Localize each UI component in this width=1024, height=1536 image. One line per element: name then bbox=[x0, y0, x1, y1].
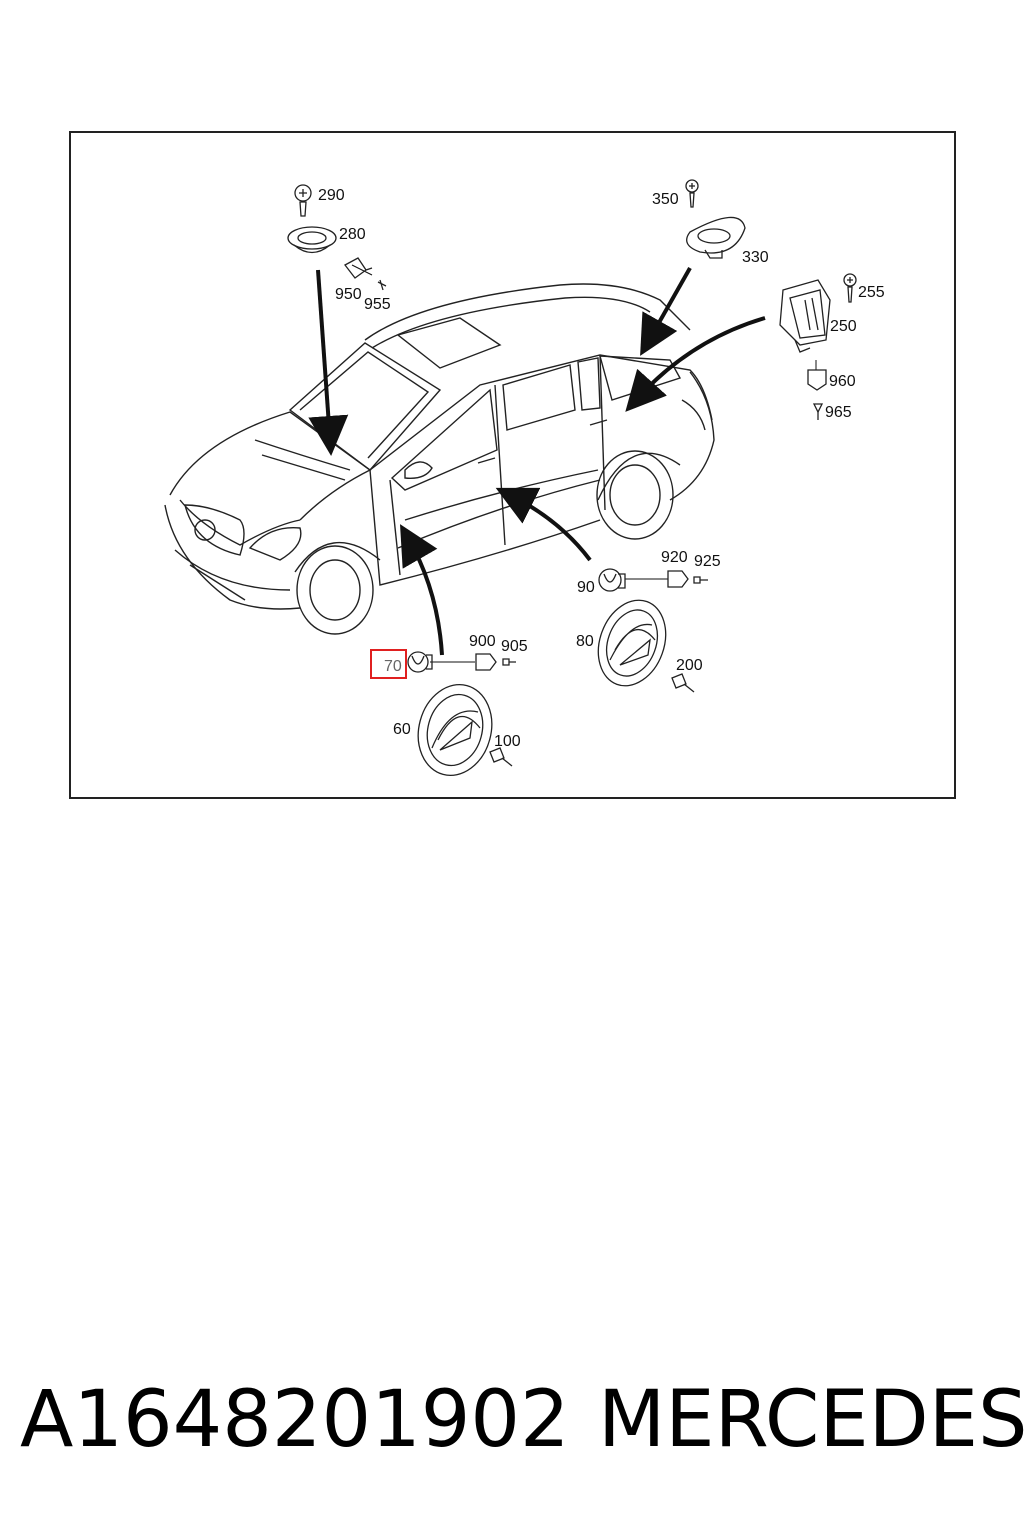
tweeter-icon bbox=[598, 568, 626, 592]
door-speaker-icon bbox=[597, 599, 667, 687]
callout-955[interactable]: 955 bbox=[364, 296, 391, 313]
footer: A1648201902 MERCEDES bbox=[0, 1365, 1024, 1475]
callout-labels: 290 280 950 955 350 330 255 250 960 965 … bbox=[318, 187, 885, 750]
clip-icon bbox=[671, 673, 695, 693]
callout-255[interactable]: 255 bbox=[858, 284, 885, 301]
connector-icon bbox=[667, 570, 708, 588]
callout-900[interactable]: 900 bbox=[469, 633, 496, 650]
brand-name: MERCEDES bbox=[598, 1375, 1024, 1465]
screw-icon bbox=[685, 179, 699, 208]
callout-280[interactable]: 280 bbox=[339, 226, 366, 243]
callout-350[interactable]: 350 bbox=[652, 191, 679, 208]
screw-icon bbox=[294, 184, 312, 217]
part-number: A1648201902 bbox=[20, 1375, 570, 1465]
screw-icon bbox=[843, 273, 857, 303]
parts-diagram: 290 280 950 955 350 330 255 250 960 965 … bbox=[164, 179, 885, 777]
highlight-box bbox=[370, 649, 407, 679]
callout-250[interactable]: 250 bbox=[830, 318, 857, 335]
callout-60[interactable]: 60 bbox=[393, 721, 411, 738]
callout-200[interactable]: 200 bbox=[676, 657, 703, 674]
car-outline bbox=[164, 283, 715, 635]
leader-arrows bbox=[308, 264, 817, 663]
callout-90[interactable]: 90 bbox=[577, 579, 595, 596]
callout-960[interactable]: 960 bbox=[829, 373, 856, 390]
part-icons bbox=[287, 179, 857, 777]
diagram-frame bbox=[69, 131, 956, 799]
tweeter-icon bbox=[407, 651, 433, 673]
callout-80[interactable]: 80 bbox=[576, 633, 594, 650]
connector-icon bbox=[344, 257, 387, 291]
connector-icon bbox=[475, 653, 516, 671]
clip-icon bbox=[489, 747, 513, 767]
callout-905[interactable]: 905 bbox=[501, 638, 528, 655]
callout-70[interactable]: 70 bbox=[384, 658, 402, 675]
callout-950[interactable]: 950 bbox=[335, 286, 362, 303]
callout-330[interactable]: 330 bbox=[742, 249, 769, 266]
connector-icon bbox=[807, 369, 827, 391]
callout-290[interactable]: 290 bbox=[318, 187, 345, 204]
callout-925[interactable]: 925 bbox=[694, 553, 721, 570]
callout-100[interactable]: 100 bbox=[494, 733, 521, 750]
speaker-icon bbox=[686, 216, 746, 259]
callout-920[interactable]: 920 bbox=[661, 549, 688, 566]
door-speaker-icon bbox=[417, 683, 493, 777]
pin-icon bbox=[812, 403, 824, 420]
amplifier-icon bbox=[779, 279, 831, 353]
speaker-icon bbox=[287, 226, 337, 254]
callout-965[interactable]: 965 bbox=[825, 404, 852, 421]
